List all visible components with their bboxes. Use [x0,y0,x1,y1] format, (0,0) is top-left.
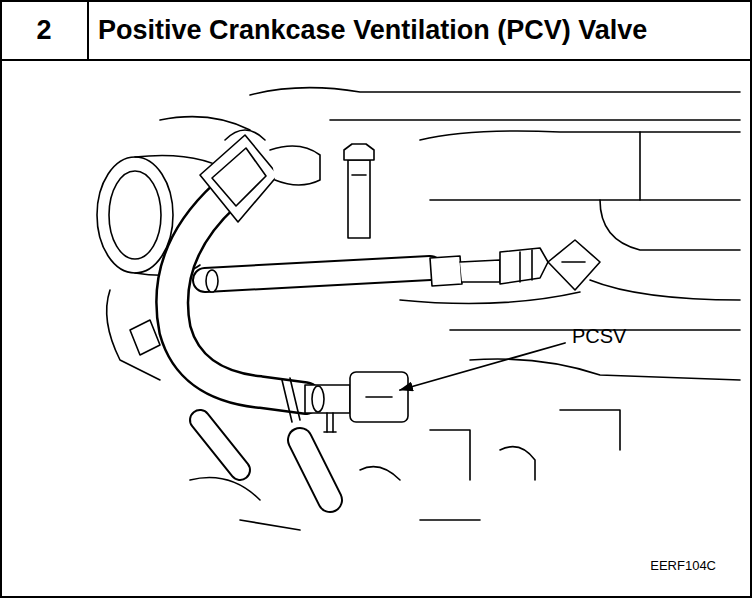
part-label: PCSV [572,325,626,348]
figure-code: EERF104C [650,559,716,574]
section-number: 2 [36,15,51,46]
section-title: Positive Crankcase Ventilation (PCV) Val… [98,15,647,46]
